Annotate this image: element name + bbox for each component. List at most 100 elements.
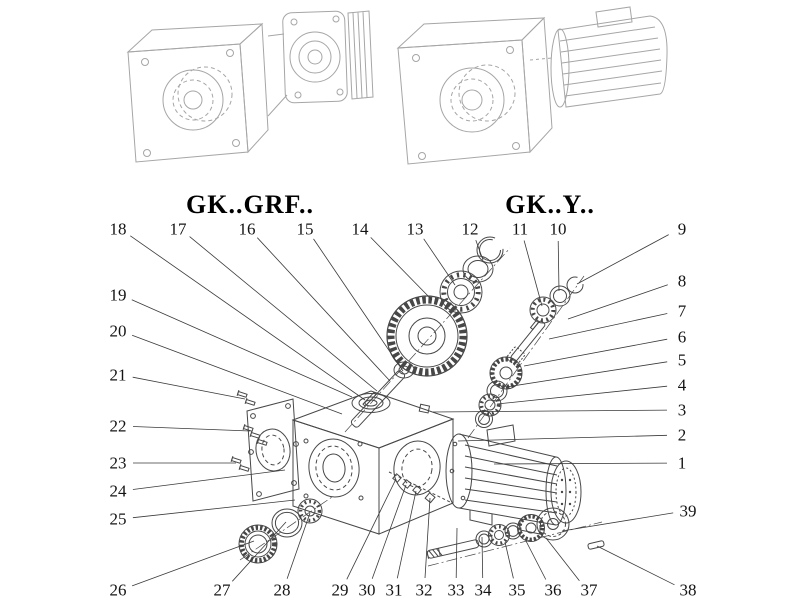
- callout-6: 6: [677, 327, 687, 347]
- callout-9: 9: [677, 219, 687, 239]
- leader-line-24: [132, 469, 286, 490]
- leader-line-2: [457, 434, 668, 442]
- callout-5: 5: [677, 350, 687, 370]
- leader-line-36: [525, 540, 547, 580]
- callout-18: 18: [109, 219, 127, 239]
- assembled-drawing-gk-grf: [126, 10, 374, 163]
- leader-line-7: [548, 313, 668, 340]
- callout-14: 14: [351, 219, 369, 239]
- input-circlip: [566, 276, 584, 294]
- leader-line-32: [424, 497, 431, 579]
- callout-25: 25: [109, 509, 127, 529]
- leader-line-35: [504, 541, 514, 579]
- callout-35: 35: [508, 580, 526, 600]
- leader-line-22: [132, 426, 251, 432]
- callout-32: 32: [415, 580, 433, 600]
- leader-line-30: [371, 484, 407, 579]
- leader-line-13: [423, 238, 456, 286]
- leader-line-18: [130, 235, 366, 401]
- leader-line-37: [545, 537, 580, 582]
- callout-7: 7: [677, 301, 687, 321]
- leader-lines: [130, 234, 675, 587]
- callout-3: 3: [677, 400, 687, 420]
- electric-motor: [445, 424, 582, 535]
- leader-line-29: [346, 478, 397, 580]
- callout-4: 4: [677, 375, 687, 395]
- leader-line-5: [505, 361, 668, 388]
- callout-20: 20: [109, 321, 127, 341]
- callout-27: 27: [213, 580, 231, 600]
- output-shaft-assembly: [426, 507, 605, 559]
- shim-rings-and-cap: [238, 498, 323, 564]
- variant-title-gk-y: GK..Y..: [505, 190, 595, 219]
- callout-12: 12: [461, 219, 479, 239]
- callout-29: 29: [331, 580, 349, 600]
- leader-line-14: [370, 237, 433, 301]
- callout-38: 38: [679, 580, 697, 600]
- leader-line-19: [131, 299, 353, 398]
- snap-ring: [476, 236, 504, 264]
- gear-housing: [291, 390, 455, 535]
- callout-13: 13: [406, 219, 424, 239]
- leader-line-1: [493, 462, 668, 465]
- leader-line-8: [567, 284, 668, 320]
- callout-39: 39: [679, 501, 697, 521]
- leader-line-12: [475, 239, 484, 261]
- exploded-view: [230, 236, 605, 567]
- leader-line-9: [576, 234, 669, 285]
- lower-ring: [475, 410, 493, 428]
- callout-34: 34: [474, 580, 492, 600]
- thrust-washer: [486, 380, 508, 402]
- callout-37: 37: [580, 580, 598, 600]
- callout-17: 17: [169, 219, 187, 239]
- mounting-flange: [246, 398, 300, 502]
- callout-33: 33: [447, 580, 465, 600]
- leader-line-10: [557, 240, 560, 292]
- large-helical-gear: [386, 295, 468, 377]
- leader-line-39: [561, 512, 674, 532]
- center-axis-lines: [239, 247, 603, 567]
- leader-line-33: [455, 527, 458, 579]
- callout-22: 22: [109, 416, 127, 436]
- callout-19: 19: [109, 285, 127, 305]
- leader-line-21: [132, 376, 246, 400]
- callout-16: 16: [238, 219, 256, 239]
- leader-line-4: [496, 385, 668, 405]
- leader-line-3: [432, 409, 668, 413]
- callout-8: 8: [677, 271, 687, 291]
- callout-10: 10: [549, 219, 567, 239]
- callout-24: 24: [109, 481, 127, 501]
- leader-line-17: [189, 236, 378, 392]
- lower-bearing: [478, 393, 502, 417]
- callout-21: 21: [109, 365, 127, 385]
- motor-fasteners: [388, 471, 453, 504]
- callout-31: 31: [385, 580, 403, 600]
- assembled-drawing-gk-y: [396, 6, 668, 165]
- leader-line-20: [131, 334, 343, 415]
- input-bearing: [529, 296, 557, 324]
- flange-bolts: [230, 389, 268, 472]
- leader-line-25: [132, 499, 296, 519]
- callout-15: 15: [296, 219, 314, 239]
- leader-line-26: [131, 540, 255, 587]
- leader-line-15: [313, 238, 404, 372]
- callout-23: 23: [109, 453, 127, 473]
- callout-2: 2: [677, 425, 687, 445]
- callout-11: 11: [511, 219, 529, 239]
- leader-line-6: [523, 338, 668, 367]
- callout-26: 26: [109, 580, 127, 600]
- leader-line-38: [596, 545, 675, 586]
- leader-line-31: [396, 490, 417, 579]
- callout-30: 30: [358, 580, 376, 600]
- callout-1: 1: [677, 453, 687, 473]
- input-ring: [549, 285, 571, 307]
- variant-title-gk-grf: GK..GRF..: [186, 190, 314, 219]
- callout-36: 36: [544, 580, 562, 600]
- leader-line-34: [481, 536, 484, 579]
- callout-28: 28: [273, 580, 291, 600]
- leader-line-11: [523, 240, 543, 307]
- upper-bearing: [439, 270, 483, 314]
- leader-line-27: [232, 521, 287, 582]
